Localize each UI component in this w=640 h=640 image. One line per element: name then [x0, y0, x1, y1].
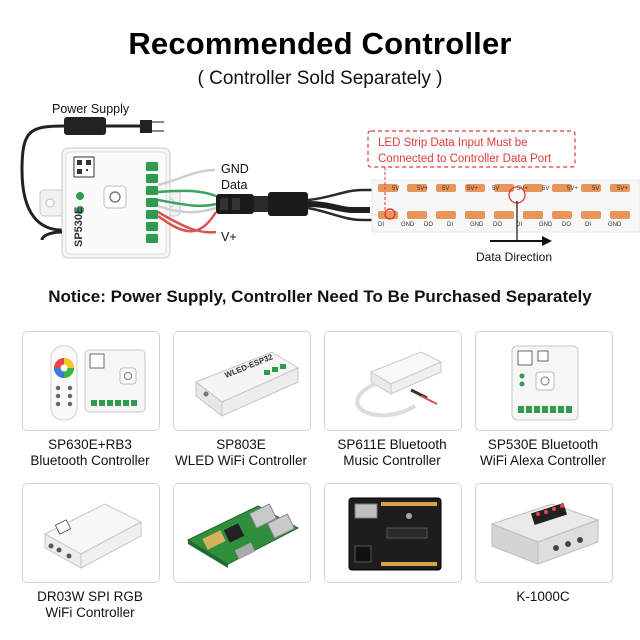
- product-caption-sp803e: SP803E WLED WiFi Controller: [161, 437, 321, 469]
- product-type: WiFi Alexa Controller: [479, 453, 607, 468]
- strip-pad-bottom: [407, 211, 427, 219]
- strip-bottom-label: DO: [562, 222, 571, 228]
- music-controller-icon: [355, 351, 443, 418]
- product-card-sp803e: WLED-ESP32: [173, 331, 311, 431]
- product-type: WLED WiFi Controller: [174, 453, 307, 468]
- page-title: Recommended Controller: [128, 26, 512, 61]
- strip-bottom-label: DI: [447, 222, 453, 228]
- power-supply-label: Power Supply: [52, 102, 130, 116]
- vplus-label: V+: [221, 230, 237, 244]
- callout-line-2: Connected to Controller Data Port: [378, 153, 552, 165]
- purchase-notice: Notice: Power Supply, Controller Need To…: [48, 287, 592, 306]
- power-supply-icon: Power Supply: [20, 102, 164, 232]
- strip-pad-top: [436, 184, 456, 192]
- spi-controller-icon: [43, 503, 143, 569]
- strip-pad-top: [465, 184, 485, 192]
- product-card-sp530e: [475, 331, 613, 431]
- product-name: SP611E Bluetooth: [337, 437, 447, 452]
- strip-pad-bottom: [378, 211, 398, 219]
- strip-top-label: 5V+: [417, 186, 428, 192]
- data-direction-arrow: Data Direction: [476, 186, 552, 264]
- strip-top-label: 5V: [392, 186, 399, 192]
- product-card-dr03w: [22, 483, 160, 583]
- product-type: WiFi Controller: [45, 605, 135, 620]
- alexa-controller-icon: [511, 345, 579, 421]
- product-card-sp630e: [22, 331, 160, 431]
- callout-box: LED Strip Data Input Must be Connected t…: [367, 130, 576, 210]
- callout-line-1: LED Strip Data Input Must be: [378, 137, 528, 149]
- product-caption-sp530e: SP530E Bluetooth WiFi Alexa Controller: [463, 437, 623, 469]
- strip-pad-top: [581, 184, 601, 192]
- product-card-arduino: [324, 483, 462, 583]
- strip-bottom-label: DI: [585, 222, 591, 228]
- strip-pad-bottom: [436, 211, 456, 219]
- product-name: K-1000C: [516, 589, 570, 604]
- controller-model-label: SP530E: [73, 207, 85, 247]
- strip-bottom-label: GND: [608, 222, 622, 228]
- strip-pad-bottom: [552, 211, 572, 219]
- strip-pad-bottom: [581, 211, 601, 219]
- strip-bottom-label: GND: [401, 222, 415, 228]
- product-name: SP530E Bluetooth: [487, 437, 599, 452]
- strip-top-label: 5V+: [567, 186, 578, 192]
- strip-pad-bottom: [465, 211, 485, 219]
- product-card-k1000c: [475, 483, 613, 583]
- product-caption-k1000c: K-1000C: [463, 589, 623, 605]
- product-name: SP803E: [216, 437, 266, 452]
- gnd-label: GND: [221, 162, 249, 176]
- wled-controller-icon: WLED-ESP32: [194, 351, 300, 418]
- raspberry-pi-icon: [186, 503, 300, 568]
- strip-top-label: 5V: [492, 186, 499, 192]
- strip-pad-top: [552, 184, 572, 192]
- strip-bottom-label: DO: [424, 222, 433, 228]
- strip-pad-top: [523, 184, 543, 192]
- page-subtitle: ( Controller Sold Separately ): [197, 68, 443, 89]
- strip-pad-top: [378, 184, 398, 192]
- product-type: Bluetooth Controller: [30, 453, 150, 468]
- data-input-marker: [384, 208, 396, 220]
- strip-top-label: 5V: [592, 186, 599, 192]
- data-direction-label: Data Direction: [476, 250, 552, 264]
- k1000c-controller-icon: [490, 503, 600, 565]
- arduino-board-icon: [348, 497, 442, 571]
- product-card-raspberry-pi: [173, 483, 311, 583]
- product-name: SP630E+RB3: [48, 437, 132, 452]
- product-name: DR03W SPI RGB: [37, 589, 143, 604]
- strip-bottom-label: DI: [378, 222, 384, 228]
- product-card-sp611e: [324, 331, 462, 431]
- strip-bottom-label: DO: [493, 222, 502, 228]
- product-type: Music Controller: [343, 453, 441, 468]
- strip-top-label: 5V+: [467, 186, 478, 192]
- product-caption-sp630e: SP630E+RB3 Bluetooth Controller: [10, 437, 170, 469]
- data-label: Data: [221, 178, 247, 192]
- wiring-diagram: Power Supply SP530E: [20, 102, 640, 264]
- strip-pad-top: [610, 184, 630, 192]
- product-caption-dr03w: DR03W SPI RGB WiFi Controller: [10, 589, 170, 621]
- strip-pad-top: [494, 184, 514, 192]
- strip-top-label: 5V+: [617, 186, 628, 192]
- strip-pad-top: [407, 184, 427, 192]
- strip-pad-bottom: [610, 211, 630, 219]
- strip-top-label: 5V: [442, 186, 449, 192]
- controller-device: SP530E: [39, 147, 181, 259]
- strip-pad-bottom: [494, 211, 514, 219]
- strip-bottom-label: GND: [539, 222, 553, 228]
- strip-bottom-label: DI: [516, 222, 522, 228]
- strip-bottom-label: GND: [470, 222, 484, 228]
- connector-icon: [216, 188, 372, 222]
- strip-pad-bottom: [523, 211, 543, 219]
- rgb-remote-controller-icon: [50, 345, 146, 421]
- product-caption-sp611e: SP611E Bluetooth Music Controller: [312, 437, 472, 469]
- strip-top-label: 5V: [542, 186, 549, 192]
